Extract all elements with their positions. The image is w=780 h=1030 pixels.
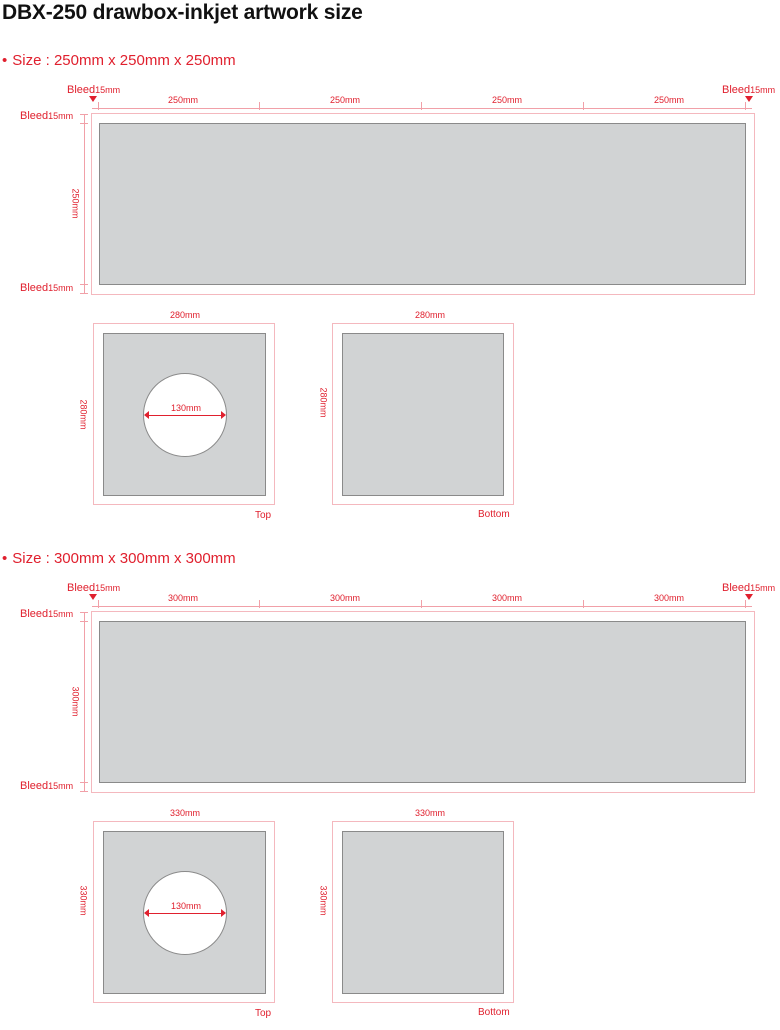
bullet-icon: • — [2, 52, 8, 69]
side-width-label: 300mm — [653, 593, 684, 603]
height-dimension-line — [84, 114, 85, 294]
bleed-label-left: Bleed15mm — [67, 84, 121, 96]
bottom-height-label: 280mm — [318, 387, 329, 418]
bottom-outline — [332, 323, 514, 505]
lid-hole: 130mm — [143, 373, 227, 457]
arrow-left-icon — [144, 411, 149, 419]
bleed-marker-right — [745, 96, 753, 102]
section-heading-text: Size : 250mm x 250mm x 250mm — [12, 52, 236, 69]
arrow-left-icon — [144, 909, 149, 917]
dimension-tick — [98, 600, 99, 608]
dimension-tick — [259, 102, 260, 110]
page-title: DBX-250 drawbox-inkjet artwork size — [2, 1, 363, 24]
top-caption: Top — [255, 1008, 272, 1019]
side-height-label: 300mm — [70, 686, 81, 717]
dimension-tick — [80, 791, 88, 792]
dimension-tick — [583, 102, 584, 110]
arrow-right-icon — [221, 909, 226, 917]
bleed-label-top: Bleed15mm — [20, 110, 74, 122]
hole-diameter-line — [148, 913, 222, 914]
top-lid-outline — [93, 821, 275, 1003]
bottom-height-label: 330mm — [318, 885, 329, 916]
bleed-marker-left — [89, 96, 97, 102]
bottom-caption: Bottom — [478, 1007, 510, 1018]
top-lid-outline — [93, 323, 275, 505]
dimension-tick — [421, 600, 422, 608]
side-wrap-panel — [99, 123, 746, 285]
bleed-label-top: Bleed15mm — [20, 608, 74, 620]
hole-diameter-label: 130mm — [170, 901, 201, 911]
size-section-250: •Size : 250mm x 250mm x 250mm Bleed15mm … — [0, 52, 780, 532]
dimension-tick — [421, 102, 422, 110]
bleed-label-right: Bleed15mm — [722, 582, 776, 594]
height-dimension-line — [84, 612, 85, 792]
side-width-label: 300mm — [167, 593, 198, 603]
side-width-label: 250mm — [653, 95, 684, 105]
bottom-panel — [342, 333, 504, 496]
width-dimension-line — [92, 108, 752, 109]
top-lid-panel: 130mm — [103, 831, 266, 994]
dimension-tick — [80, 284, 88, 285]
bleed-label-bottom: Bleed15mm — [20, 282, 74, 294]
bullet-icon: • — [2, 550, 8, 567]
side-wrap-panel — [99, 621, 746, 783]
top-width-label: 280mm — [169, 310, 200, 320]
bottom-outline — [332, 821, 514, 1003]
bottom-panel — [342, 831, 504, 994]
side-width-label: 250mm — [329, 95, 360, 105]
side-width-label: 250mm — [491, 95, 522, 105]
arrow-right-icon — [221, 411, 226, 419]
top-height-label: 330mm — [78, 885, 89, 916]
bleed-marker-left — [89, 594, 97, 600]
dimension-tick — [259, 600, 260, 608]
dimension-tick — [80, 293, 88, 294]
top-height-label: 280mm — [78, 399, 89, 430]
bleed-label-bottom: Bleed15mm — [20, 780, 74, 792]
bottom-width-label: 280mm — [414, 310, 445, 320]
dimension-tick — [745, 600, 746, 608]
side-width-label: 300mm — [491, 593, 522, 603]
dimension-tick — [80, 782, 88, 783]
side-width-label: 250mm — [167, 95, 198, 105]
side-width-label: 300mm — [329, 593, 360, 603]
dimension-tick — [98, 102, 99, 110]
bleed-marker-right — [745, 594, 753, 600]
lid-hole: 130mm — [143, 871, 227, 955]
side-wrap-outline — [91, 113, 755, 295]
bottom-caption: Bottom — [478, 509, 510, 520]
bleed-label-left: Bleed15mm — [67, 582, 121, 594]
section-heading-text: Size : 300mm x 300mm x 300mm — [12, 550, 236, 567]
dimension-tick — [80, 612, 88, 613]
side-height-label: 250mm — [70, 188, 81, 219]
hole-diameter-label: 130mm — [170, 403, 201, 413]
dimension-tick — [80, 621, 88, 622]
top-caption: Top — [255, 510, 272, 521]
section-heading: •Size : 300mm x 300mm x 300mm — [2, 550, 236, 567]
bleed-label-right: Bleed15mm — [722, 84, 776, 96]
dimension-tick — [583, 600, 584, 608]
top-lid-panel: 130mm — [103, 333, 266, 496]
side-wrap-outline — [91, 611, 755, 793]
hole-diameter-line — [148, 415, 222, 416]
size-section-300: •Size : 300mm x 300mm x 300mm Bleed15mm … — [0, 550, 780, 1030]
bottom-width-label: 330mm — [414, 808, 445, 818]
top-width-label: 330mm — [169, 808, 200, 818]
width-dimension-line — [92, 606, 752, 607]
dimension-tick — [745, 102, 746, 110]
dimension-tick — [80, 114, 88, 115]
dimension-tick — [80, 123, 88, 124]
section-heading: •Size : 250mm x 250mm x 250mm — [2, 52, 236, 69]
